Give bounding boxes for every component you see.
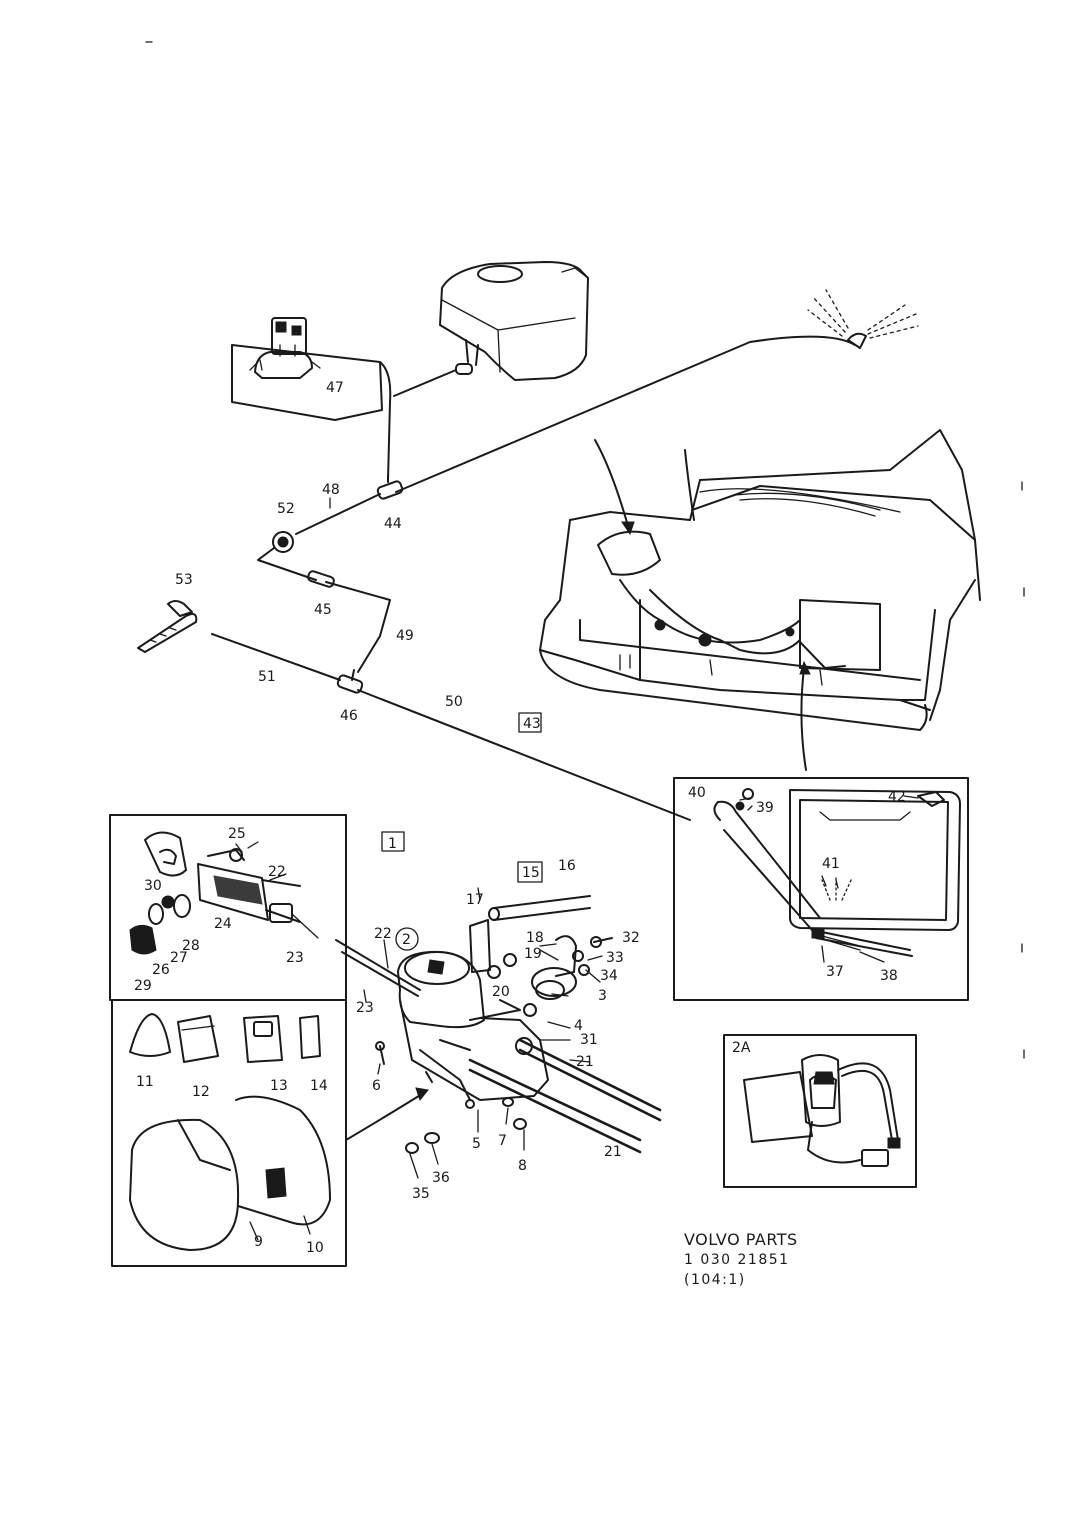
box-motor-cover-parts [111,999,429,1267]
label-18: 18 [526,930,544,946]
box-motor-details [109,814,347,1001]
label-1: 1 [388,836,397,852]
washer-reservoir-illustration [439,261,589,381]
margin-marks [1021,481,1025,1059]
ref-box-15 [517,861,543,883]
label-52: 52 [277,501,295,517]
label-8: 8 [518,1158,527,1174]
label-32: 32 [622,930,640,946]
label-37: 37 [826,964,844,980]
washer-nozzle-53 [137,600,198,653]
label-36: 36 [432,1170,450,1186]
label-38: 38 [880,968,898,984]
label-33: 33 [606,950,624,966]
label-21-upper: 21 [576,1054,594,1070]
car-front-illustration [539,429,981,771]
t-connector-46 [336,669,364,694]
label-42: 42 [888,789,906,805]
label-30: 30 [144,878,162,894]
label-17: 17 [466,892,484,908]
label-49: 49 [396,628,414,644]
label-45: 45 [314,602,332,618]
check-valve-52 [272,531,294,553]
label-44: 44 [384,516,402,532]
label-48: 48 [322,482,340,498]
label-15: 15 [522,865,540,881]
part-labels: 47 48 44 52 53 45 49 51 46 50 43 40 39 4… [134,380,906,1256]
label-19: 19 [524,946,542,962]
spray-nozzle [807,289,919,349]
label-29: 29 [134,978,152,994]
wiper-motor-linkage [335,895,662,1154]
label-34: 34 [600,968,618,984]
label-51: 51 [258,669,276,685]
label-2: 2 [402,932,411,948]
label-35: 35 [412,1186,430,1202]
label-23: 23 [356,1000,374,1016]
page-reference: (104:1) [684,1272,746,1288]
leader-lines [235,359,919,1241]
label-12: 12 [192,1084,210,1100]
label-22: 22 [374,926,392,942]
label-10: 10 [306,1240,324,1256]
label-43: 43 [523,716,541,732]
label-28: 28 [182,938,200,954]
label-40: 40 [688,785,706,801]
ref-box-43 [518,712,542,733]
label-24: 24 [214,916,232,932]
label-21-lower: 21 [604,1144,622,1160]
label-23-box: 23 [286,950,304,966]
label-7: 7 [498,1133,507,1149]
t-connector-44 [376,475,404,500]
reference-boxes [381,712,543,951]
label-3: 3 [598,988,607,1004]
ref-circle-2 [395,927,419,951]
headlamp-wiper-box [673,777,969,1001]
label-14: 14 [310,1078,328,1094]
label-50: 50 [445,694,463,710]
label-22-box: 22 [268,864,286,880]
label-16: 16 [558,858,576,874]
box-2a [723,1034,917,1188]
washer-hoses [211,335,856,821]
label-26: 26 [152,962,170,978]
label-13: 13 [270,1078,288,1094]
label-41: 41 [822,856,840,872]
label-20: 20 [492,984,510,1000]
part-number: 1 030 21851 [684,1252,790,1268]
label-31: 31 [580,1032,598,1048]
label-39: 39 [756,800,774,816]
label-9: 9 [254,1234,263,1250]
label-5: 5 [472,1136,481,1152]
label-46: 46 [340,708,358,724]
label-4: 4 [574,1018,583,1034]
ref-box-1 [381,831,405,852]
label-53: 53 [175,572,193,588]
label-11: 11 [136,1074,154,1090]
catalog-footer: VOLVO PARTS 1 030 21851 (104:1) [684,1230,798,1290]
connector-45 [307,570,335,588]
label-27: 27 [170,950,188,966]
label-6: 6 [372,1078,381,1094]
label-25: 25 [228,826,246,842]
label-47: 47 [326,380,344,396]
brand-label: VOLVO PARTS [684,1230,798,1249]
washer-pump-illustration [231,317,383,421]
label-2a: 2A [732,1040,751,1056]
